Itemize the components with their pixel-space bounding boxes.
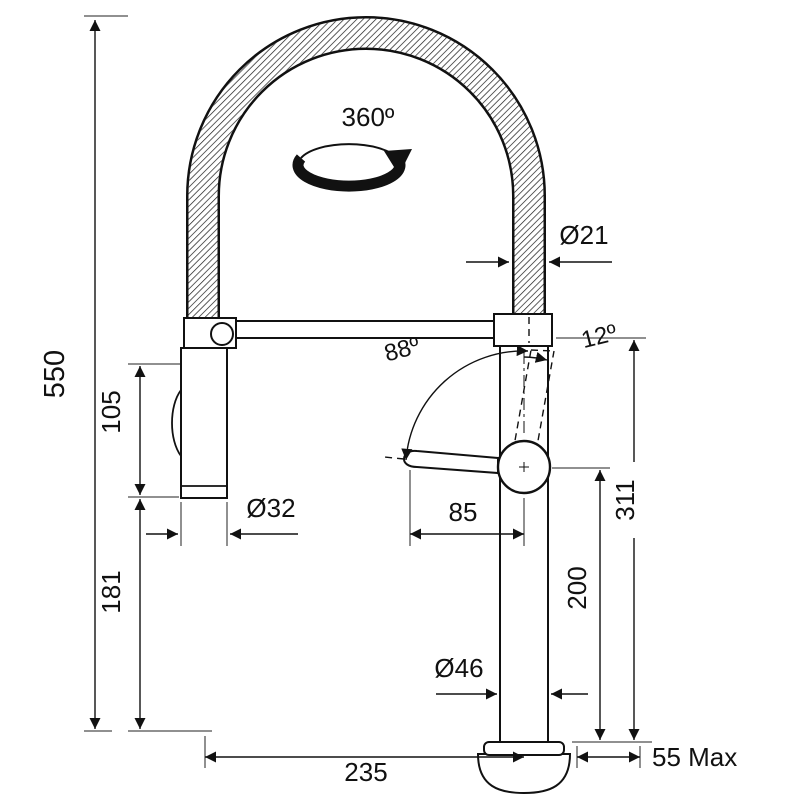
dim-text-head-drop: 181: [96, 570, 126, 613]
faucet-body-parts: [171, 313, 572, 795]
dim-text-deck-max: 55 Max: [652, 742, 737, 772]
rotation-ellipse-top: [300, 143, 398, 159]
dim-text-reach: 235: [344, 757, 387, 787]
arc-12-degrees: [523, 351, 548, 363]
spring-hose-arch: [186, 16, 546, 326]
dimension-texts: 550 105 181 360º Ø21 Ø32 88º 12º 85 200 …: [39, 102, 737, 787]
angle-annotations: [292, 143, 548, 461]
lever-up-position-cap: [530, 349, 555, 352]
right-hose-fitting: [493, 313, 553, 347]
lever-tip-hidden-line: [383, 456, 405, 460]
dim-text-lever-reach: 85: [449, 497, 478, 527]
dim-text-overall-height: 550: [39, 350, 71, 398]
dim-text-swivel-angle: 360º: [342, 102, 395, 132]
dim-text-handle-height: 311: [610, 479, 640, 520]
spray-head-clip: [171, 389, 182, 457]
hose-coil-texture: [188, 18, 544, 326]
dim-text-lever-tilt-angle: 12º: [579, 319, 620, 354]
dim-text-head-length: 105: [96, 390, 126, 433]
dim-text-backing: [620, 462, 648, 538]
arc-88-degrees: [401, 345, 529, 461]
dim-text-spout-height: 200: [562, 566, 592, 609]
swivel-joint: [210, 322, 234, 346]
base-dome: [476, 753, 572, 795]
spout-tube: [231, 320, 497, 339]
extension-lines: [84, 15, 652, 768]
dim-text-body-diameter: Ø46: [434, 653, 483, 683]
dim-text-hose-diameter: Ø21: [559, 220, 608, 250]
dim-text-head-diameter: Ø32: [246, 493, 295, 523]
rotation-arrow-head: [384, 149, 412, 175]
lever-up-position-right: [535, 350, 555, 453]
lever-handle: [402, 449, 499, 475]
spray-head: [180, 347, 228, 499]
dimension-lines: [89, 20, 640, 763]
base-flange: [483, 741, 565, 756]
rotation-arrow-sweep: [292, 154, 406, 192]
